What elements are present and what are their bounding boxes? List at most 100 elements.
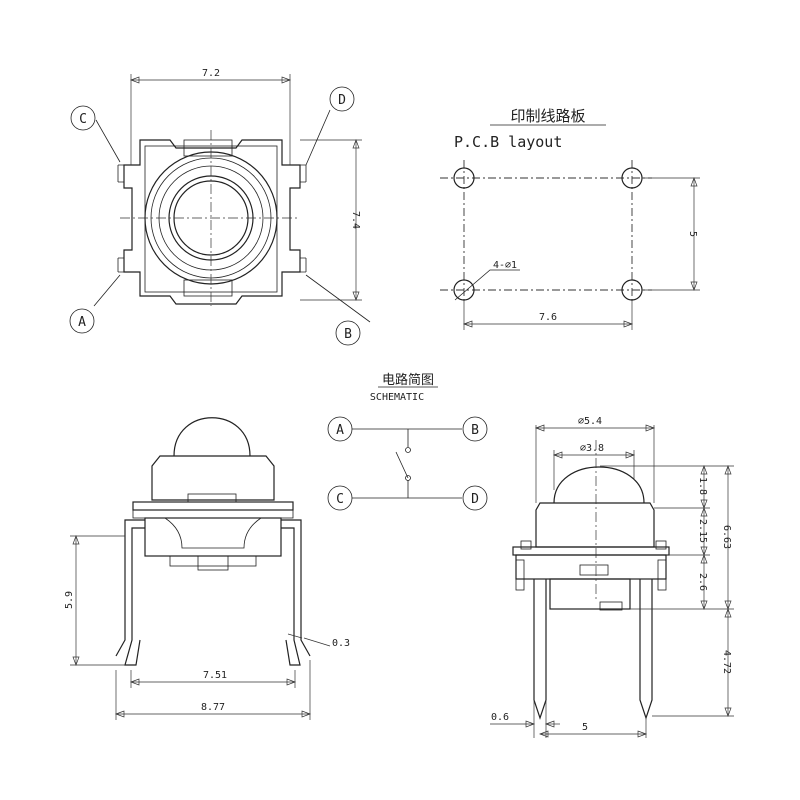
schematic: 电路简图 SCHEMATIC A B C D: [327, 372, 488, 511]
terminal-b: [300, 257, 307, 273]
side-view-dim-pin: 0.6: [491, 712, 509, 723]
front-view-left-lead: [115, 519, 145, 657]
pcb-hole: [453, 167, 475, 189]
front-view-inner-curve: [164, 517, 262, 549]
front-view-dim-inner: 7.51: [203, 670, 227, 681]
terminal-c: [117, 164, 124, 183]
label-b-circle: [335, 320, 361, 346]
leader-d: [305, 109, 331, 166]
side-view-base-post: [515, 559, 525, 591]
schematic-label-d: D: [471, 492, 479, 507]
leader-c: [95, 119, 121, 163]
schematic-switch-blade: [395, 451, 409, 479]
top-view-label-d: D: [338, 93, 346, 108]
pcb-hole-note: 4-⌀1: [493, 260, 517, 271]
front-view-flange: [132, 501, 294, 511]
schematic-terminal-c: [327, 485, 353, 511]
front-view-cap: [173, 417, 251, 457]
side-view-base: [515, 554, 667, 580]
side-view-cap: [553, 466, 645, 504]
side-view-dim-dia-inner: ⌀3.8: [580, 443, 604, 454]
dim-leader-lead-thickness: [287, 633, 331, 647]
schematic-title-cn: 电路简图: [382, 372, 434, 388]
front-view-base: [144, 517, 282, 557]
top-view-label-a: A: [78, 315, 86, 330]
front-view-stem: [187, 493, 237, 503]
dim-arrows: [539, 730, 647, 738]
pcb-title-cn: 印制线路板: [510, 107, 585, 125]
dim-arrows: [535, 424, 655, 432]
top-view-bottom-tab: [183, 279, 233, 297]
front-view-right-lead: [281, 519, 311, 657]
top-view-body-outline: [123, 139, 301, 305]
side-view-dim-lead: 4.72: [721, 650, 732, 674]
front-view-base-foot: [197, 555, 229, 571]
schematic-contact: [405, 447, 411, 453]
side-view-dim-dia-outer: ⌀5.4: [578, 416, 602, 427]
schematic-label-b: B: [471, 423, 479, 438]
side-view-flange-tab: [655, 540, 667, 550]
dim-arrows: [130, 76, 291, 84]
dim-arrows: [724, 608, 732, 717]
dim-arrows: [463, 320, 633, 328]
dim-arrows: [72, 535, 80, 666]
top-view-label-b: B: [344, 327, 352, 342]
top-view-dim-height: 7.4: [350, 211, 361, 229]
schematic-terminal-d: [462, 485, 488, 511]
top-view-dim-width: 7.2: [202, 68, 220, 79]
side-view-flange-tab: [520, 540, 532, 550]
front-view-right-lead-inner: [281, 527, 301, 666]
terminal-a: [117, 257, 124, 273]
front-view-dim-lead: 0.3: [332, 638, 350, 649]
side-view-right-pin: [639, 579, 653, 720]
side-view-dim-pitch: 5: [582, 722, 588, 733]
dim-arrows: [115, 710, 311, 718]
label-d-circle: [329, 86, 355, 112]
schematic-title-en: SCHEMATIC: [370, 392, 424, 403]
front-view-base-bottom: [169, 555, 257, 567]
side-view-dim-total: 6.63: [721, 525, 732, 549]
dim-arrows: [700, 554, 708, 610]
pcb-dim-width: 7.6: [539, 312, 557, 323]
dim-arrows: [700, 465, 708, 509]
side-view-dim-base: 2.6: [697, 573, 708, 591]
top-view-top-tab: [183, 139, 233, 157]
top-view: 7.2 7.4 C D A B: [69, 68, 371, 346]
side-view-lower-body: [549, 578, 631, 610]
front-view-flange-lower: [132, 509, 294, 519]
front-view: 5.9 0.3 7.51 8.77: [64, 417, 350, 720]
top-view-label-c: C: [79, 112, 87, 127]
front-view-left-lead-inner: [124, 527, 145, 666]
dim-arrows: [724, 465, 732, 610]
dim-arrows: [525, 720, 555, 728]
label-a-circle: [69, 308, 95, 334]
pcb-hole-leader: [454, 269, 520, 301]
front-view-dim-height: 5.9: [64, 591, 75, 609]
dim-arrows: [690, 177, 698, 291]
side-view-lower-foot: [599, 601, 623, 611]
leader-b: [305, 274, 371, 323]
dim-arrows: [553, 451, 635, 459]
side-view-base-pad: [579, 564, 609, 576]
schematic-contact: [405, 475, 411, 481]
side-view: ⌀5.4 ⌀3.8 1.8 2.15 2.6 6.63 4.72: [490, 416, 734, 738]
label-c-circle: [70, 105, 96, 131]
side-view-left-pin: [533, 579, 547, 720]
pcb-dim-height: 5: [687, 231, 698, 237]
side-view-base-post: [657, 559, 667, 591]
leader-a: [93, 274, 121, 307]
terminal-d: [300, 164, 307, 183]
side-view-dim-cap: 1.8: [697, 477, 708, 495]
dim-arrows: [130, 678, 296, 686]
front-view-housing: [151, 455, 275, 501]
side-view-housing: [535, 502, 655, 548]
pcb-title-en: P.C.B layout: [454, 133, 562, 151]
schematic-terminal-b: [462, 416, 488, 442]
front-view-dim-outer: 8.77: [201, 702, 225, 713]
side-view-flange: [512, 546, 670, 556]
pcb-layout: 印制线路板 P.C.B layout 4-⌀1 5 7.6: [440, 107, 700, 330]
side-view-dim-mid: 2.15: [697, 519, 708, 543]
dim-arrows: [700, 507, 708, 556]
dim-arrows: [352, 139, 360, 301]
